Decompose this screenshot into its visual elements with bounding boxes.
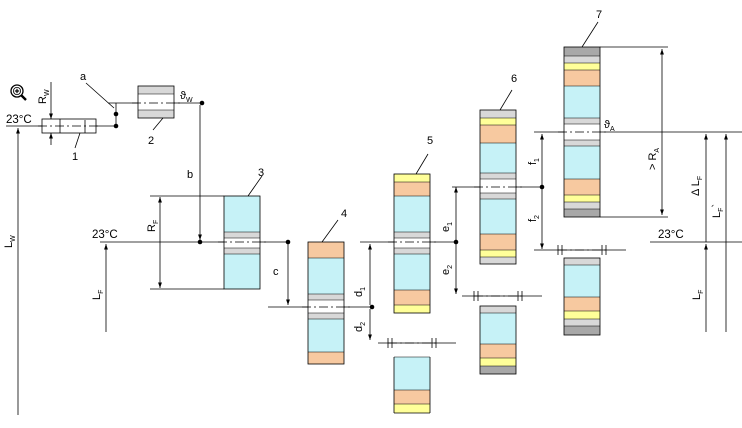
part-number-3: 3	[258, 167, 264, 179]
delta-lf-label: Δ L	[690, 180, 702, 196]
element-1-wafer	[6, 118, 116, 149]
lf-right-sub: F	[698, 290, 705, 294]
element-7	[534, 21, 742, 336]
svg-text:LF: LF	[691, 290, 705, 300]
a-dot-upper	[113, 111, 119, 117]
theta-a-label: ϑA	[604, 119, 615, 133]
f-dot	[539, 184, 545, 190]
lf-left-sub: F	[98, 290, 105, 294]
d1-label: d	[353, 291, 365, 297]
rf-dimension: RF	[146, 197, 162, 288]
part-number-5: 5	[427, 135, 433, 147]
rf-sub: F	[153, 220, 160, 224]
element-5	[360, 153, 456, 414]
lf-prime-dimension: LF`	[711, 134, 728, 332]
d-dimension: d1 d2	[353, 244, 372, 340]
part-number-1: 1	[72, 151, 78, 163]
lf-right-label: L	[691, 294, 703, 300]
e-dimension: e1 e2	[440, 187, 458, 294]
rw-label: R	[37, 96, 49, 104]
lf-prime-mark: `	[711, 204, 723, 208]
delta-lf-dimension: Δ LF	[650, 134, 742, 243]
element-2	[108, 85, 202, 131]
c-dot-top	[285, 239, 291, 245]
f-dimension: f1 f2	[527, 134, 544, 249]
part-number-7: 7	[596, 9, 602, 21]
lw-label: L	[3, 242, 15, 248]
lw-sub: W	[10, 235, 17, 242]
svg-text:e2: e2	[440, 265, 454, 275]
leader-a	[85, 82, 115, 109]
part-number-4: 4	[341, 208, 347, 220]
label-b: b	[187, 169, 193, 181]
lf-right-dimension: LF	[691, 244, 708, 332]
e1-label: e	[440, 226, 452, 232]
a-dot-lower	[113, 123, 119, 129]
d1-sub: 1	[360, 287, 367, 291]
delta-lf-sub: F	[697, 176, 704, 180]
f1-label: f	[527, 161, 539, 165]
lf-left-label: L	[91, 294, 103, 300]
b-dot-bottom	[197, 239, 203, 245]
temp-label-wafer: 23°C	[6, 114, 32, 126]
rf-label: R	[146, 224, 158, 232]
ra-dimension: > RA	[647, 49, 664, 215]
temp-label-right: 23°C	[658, 229, 684, 241]
label-a: a	[80, 71, 87, 83]
svg-text:> RA: > RA	[647, 148, 661, 170]
d-dot	[369, 304, 375, 310]
f2-label: f	[527, 218, 539, 222]
rw-sub: W	[44, 89, 51, 96]
svg-text:d2: d2	[353, 322, 367, 332]
b-dimension: b	[187, 105, 202, 240]
f1-sub: 1	[534, 158, 541, 162]
element-3	[100, 175, 288, 290]
zoom-plus-icon[interactable]	[10, 84, 27, 101]
lf-prime-sub: F	[718, 208, 725, 212]
b-dot-top	[199, 100, 205, 106]
temp-label-frame: 23°C	[92, 229, 118, 241]
svg-text:LW: LW	[3, 235, 17, 248]
e1-sub: 1	[447, 222, 454, 226]
lf-left-dimension: LF	[91, 244, 108, 332]
ra-label: > R	[647, 153, 659, 170]
lw-dimension: LW	[3, 128, 20, 415]
element-4	[268, 219, 372, 365]
svg-text:e1: e1	[440, 222, 454, 232]
svg-text:LF`: LF`	[711, 204, 725, 218]
f2-sub: 2	[534, 215, 541, 219]
lf-prime-label: L	[711, 212, 723, 218]
d2-sub: 2	[360, 322, 367, 326]
e-dot	[453, 239, 459, 245]
c-dimension: c	[273, 244, 290, 305]
d2-label: d	[353, 326, 365, 332]
theta-w-label: ϑW	[180, 90, 193, 104]
element-6	[452, 89, 542, 375]
label-c: c	[273, 266, 279, 278]
svg-text:Δ LF: Δ LF	[690, 176, 704, 196]
e2-label: e	[440, 269, 452, 275]
part-number-6: 6	[511, 73, 517, 85]
svg-text:d1: d1	[353, 287, 367, 297]
part-number-2: 2	[148, 135, 154, 147]
svg-text:f2: f2	[527, 215, 541, 222]
svg-text:RF: RF	[146, 220, 160, 232]
ra-sub: A	[654, 148, 661, 153]
rw-dimension: RW	[37, 82, 53, 145]
svg-text:f1: f1	[527, 158, 541, 165]
svg-text:RW: RW	[37, 89, 51, 104]
svg-text:LF: LF	[91, 290, 105, 300]
e2-sub: 2	[447, 265, 454, 269]
